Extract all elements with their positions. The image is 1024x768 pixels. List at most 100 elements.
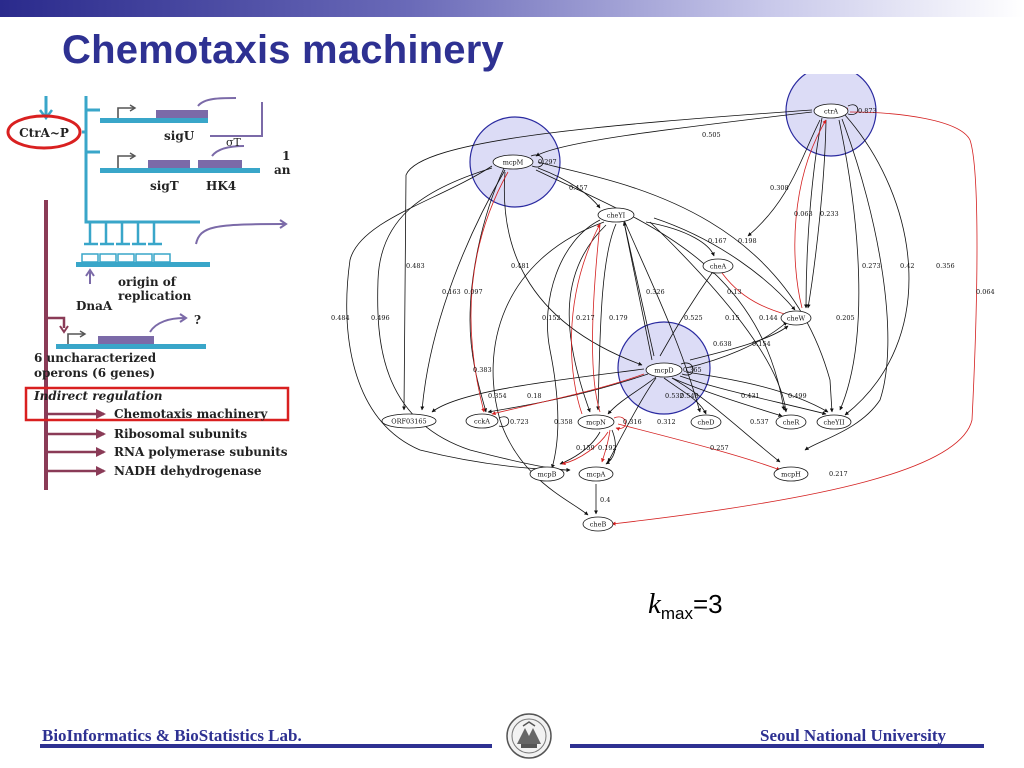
sigT-label: sigT xyxy=(150,179,179,193)
origin-of-replication: origin of replication DnaA xyxy=(76,219,288,313)
edge-label: 0.192 xyxy=(598,444,617,452)
node-ctrA-label: ctrA xyxy=(824,108,838,116)
sigT-operon: σT sigT HK4 1 an xyxy=(100,136,291,193)
edge-label: 0.638 xyxy=(713,340,732,348)
edge-label: 0.179 xyxy=(609,314,628,322)
edge-label: 0.217 xyxy=(576,314,595,322)
node-mcpB xyxy=(529,466,565,482)
edge-label: 0.354 xyxy=(488,392,507,400)
node-cheYI xyxy=(597,207,635,223)
edge-label: 0.316 xyxy=(623,418,642,426)
edge-label: 0.483 xyxy=(406,262,425,270)
edge-label: 0.312 xyxy=(657,418,676,426)
origin-label-1: origin of xyxy=(118,275,177,289)
node-cheR-label: cheR xyxy=(783,419,801,427)
edge-label: 0.163 xyxy=(442,288,461,296)
edge-label: 0.484 xyxy=(331,314,350,322)
node-cheYI-label: cheYI xyxy=(607,212,626,220)
edge-label: 0.154 xyxy=(752,340,771,348)
edge-label: 0.42 xyxy=(900,262,914,270)
node-mcpN-label: mcpN xyxy=(586,419,606,427)
footer-divider-right xyxy=(570,744,984,748)
edge-label: 0.431 xyxy=(741,392,760,400)
edge-label: 0.064 xyxy=(976,288,995,296)
edge-label: 0.233 xyxy=(820,210,839,218)
uncharacterized-label-1: 6 uncharacterized xyxy=(34,351,157,365)
footer-divider-left xyxy=(40,744,492,748)
edge-label: 0.063 xyxy=(794,210,813,218)
edge-label: 0.457 xyxy=(569,184,588,192)
node-cheYII xyxy=(816,414,852,430)
kmax-value: =3 xyxy=(693,589,723,619)
edge-label: 0.873 xyxy=(858,107,877,115)
edge-label: 0.198 xyxy=(738,237,757,245)
target-rna-polymerase: RNA polymerase subunits xyxy=(114,445,288,459)
dnaA-label: DnaA xyxy=(76,299,113,313)
node-cckA xyxy=(465,413,499,429)
origin-label-2: replication xyxy=(118,289,192,303)
edge-label: 0.505 xyxy=(702,131,721,139)
partial-number: 1 xyxy=(282,149,290,163)
edge-label: 0.152 xyxy=(542,314,561,322)
footer-university-name: Seoul National University xyxy=(760,726,947,745)
edge-label: 0.159 xyxy=(576,444,595,452)
edge-label: 0.532 xyxy=(665,392,684,400)
HK4-label: HK4 xyxy=(206,179,236,193)
node-cheB-label: cheB xyxy=(590,521,607,529)
node-mcpH-label: mcpH xyxy=(781,471,801,479)
partial-text: an xyxy=(274,163,291,177)
node-mcpA xyxy=(578,466,614,482)
edge-label: 0.144 xyxy=(759,314,778,322)
question-mark: ? xyxy=(194,313,201,327)
ctra-regulation-figure: CtrA~P sigU σT sigT HK4 1 an xyxy=(6,96,291,490)
edge-label: 0.358 xyxy=(554,418,573,426)
sigU-label: sigU xyxy=(164,129,195,143)
target-ribosomal: Ribosomal subunits xyxy=(114,427,247,441)
node-cheD xyxy=(690,414,722,430)
node-cheA xyxy=(702,258,734,274)
edge-label: 0.15 xyxy=(725,314,739,322)
edge-label: 0.326 xyxy=(646,288,665,296)
edge-label: 0.097 xyxy=(464,288,483,296)
node-mcpD xyxy=(645,362,683,378)
edge-label: 0.365 xyxy=(683,366,702,374)
edge-label: 0.496 xyxy=(371,314,390,322)
sigT-sigma-label: σT xyxy=(226,136,242,149)
node-cheW-label: cheW xyxy=(787,315,806,323)
uncharacterized-label-2: operons (6 genes) xyxy=(34,366,155,380)
node-cheR xyxy=(775,414,807,430)
network-nodes: ctrA mcpM cheYI cheA cheW mcpD ORF03165 … xyxy=(381,103,852,532)
target-chemotaxis: Chemotaxis machinery xyxy=(114,407,268,421)
uncharacterized-operons: ? 6 uncharacterized operons (6 genes) xyxy=(34,313,206,380)
node-mcpB-label: mcpB xyxy=(538,471,557,479)
node-ORF03165 xyxy=(381,413,437,429)
node-mcpH xyxy=(773,466,809,482)
edge-label: 0.499 xyxy=(788,392,807,400)
edge-label: 0.537 xyxy=(750,418,769,426)
node-cheW xyxy=(780,310,812,326)
ctra-oval xyxy=(6,114,82,150)
edge-label: 0.13 xyxy=(727,288,741,296)
node-cheB xyxy=(582,516,614,532)
edge-label: 0.525 xyxy=(684,314,703,322)
edge-label: 0.273 xyxy=(862,262,881,270)
target-nadh: NADH dehydrogenase xyxy=(114,464,262,478)
footer-lab-name: BioInformatics & BioStatistics Lab. xyxy=(42,726,302,745)
node-mcpD-label: mcpD xyxy=(654,367,673,375)
node-mcpM xyxy=(492,154,534,170)
node-mcpN xyxy=(577,414,615,430)
kmax-symbol: k xyxy=(648,588,661,620)
edge-label: 0.356 xyxy=(936,262,955,270)
edge-label: 0.167 xyxy=(708,237,727,245)
node-cheD-label: cheD xyxy=(698,419,715,427)
edge-label: 0.257 xyxy=(710,444,729,452)
kmax-subscript: max xyxy=(660,604,693,623)
ctra-label: CtrA~P xyxy=(19,126,69,140)
edge-label: 0.548 xyxy=(680,392,699,400)
edge-label: 0.383 xyxy=(473,366,492,374)
edge-label: 0.481 xyxy=(511,262,530,270)
sigU-operon: sigU xyxy=(100,97,263,143)
top-gradient-bar xyxy=(0,0,1024,17)
slide-title: Chemotaxis machinery xyxy=(62,28,504,72)
edge-label: 0.4 xyxy=(600,496,610,504)
